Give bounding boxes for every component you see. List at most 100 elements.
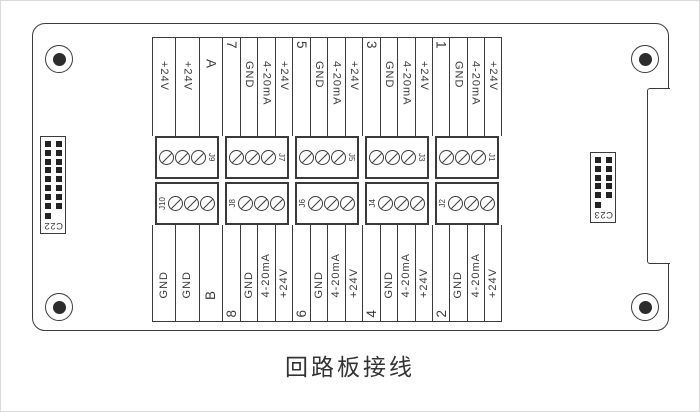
connector-designator: J2 <box>438 199 447 208</box>
label-cell: GND <box>449 225 466 321</box>
group-7-top: 7 GND 4-20mA +24V <box>222 38 292 136</box>
bottom-label-zone: GND GND B 8 GND 4-20mA +24V 6 GND 4-20mA… <box>152 225 502 322</box>
connector-designator: J1 <box>487 153 496 162</box>
label-cell: GND <box>309 38 328 136</box>
pin-pad <box>605 192 612 199</box>
pin-one-marker <box>595 202 601 209</box>
block-slot: J5 <box>292 136 362 179</box>
pin-pad <box>44 193 51 200</box>
group-6-bottom: 6 GND 4-20mA +24V <box>292 225 362 321</box>
screw-terminal-icon <box>191 150 206 165</box>
screw-terminal-icon <box>261 150 276 165</box>
signal-label: GND <box>158 270 171 298</box>
signal-label: 4-20mA <box>330 61 343 106</box>
signal-label: +24V <box>417 61 430 91</box>
connector-designator: J5 <box>347 153 356 162</box>
group-ab-bottom: GND GND B <box>152 225 222 321</box>
channel-cell: 5 <box>292 38 310 136</box>
label-cell: +24V <box>175 38 198 136</box>
pin-header-c22: C22 <box>40 136 66 234</box>
terminal-block-j9: J9 <box>155 136 219 179</box>
pin-pad <box>605 157 612 163</box>
screw-terminal-icon <box>331 150 346 165</box>
pin-pad <box>55 167 62 174</box>
pin-pad <box>44 141 51 147</box>
screw-terminal-icon <box>200 196 215 211</box>
screw-terminal-icon <box>340 196 355 211</box>
channel-cell: 3 <box>362 38 380 136</box>
signal-label: GND <box>312 270 325 298</box>
connector-designator: J8 <box>228 199 237 208</box>
signal-label: +24V <box>347 268 360 298</box>
screw-terminal-icon <box>229 150 244 165</box>
signal-label: GND <box>452 61 465 89</box>
channel-id: 2 <box>433 309 449 318</box>
terminal-block-j10: J10 <box>155 182 219 225</box>
block-slot: J1 <box>432 136 502 179</box>
signal-label: GND <box>242 61 255 89</box>
pin-pad <box>44 158 51 165</box>
pin-pad <box>44 149 51 156</box>
group-4-bottom: 4 GND 4-20mA +24V <box>362 225 432 321</box>
screw-terminal-icon <box>324 196 339 211</box>
connector-designator: J6 <box>298 199 307 208</box>
screw-terminal-icon <box>410 196 425 211</box>
group-1-top: 1 GND 4-20mA +24V <box>432 38 502 136</box>
screw-terminal-icon <box>159 150 174 165</box>
label-cell: GND <box>239 38 258 136</box>
screw-terminal-icon <box>369 150 384 165</box>
connector-designator: J3 <box>417 153 426 162</box>
label-cell: 4-20mA <box>327 38 345 136</box>
label-cell: GND <box>379 225 398 321</box>
screw-terminal-icon <box>308 196 323 211</box>
label-cell: GND <box>239 225 258 321</box>
screw-terminal-icon <box>270 196 285 211</box>
screw-terminal-icon <box>245 150 260 165</box>
terminal-block-j7: J7 <box>225 136 289 179</box>
label-cell: +24V <box>274 38 293 136</box>
signal-label: 4-20mA <box>330 253 343 298</box>
channel-cell: A <box>198 38 222 136</box>
channel-id: A <box>203 59 219 70</box>
channel-id: B <box>203 289 219 300</box>
pin-pad <box>44 184 51 191</box>
label-cell: 4-20mA <box>466 225 484 321</box>
channel-id: 1 <box>433 41 449 50</box>
pin-one-marker <box>45 212 51 219</box>
label-cell: GND <box>152 225 175 321</box>
terminal-block-j3: J3 <box>365 136 429 179</box>
pin-pad <box>44 202 51 209</box>
pin-pad <box>594 192 601 199</box>
label-cell: 4-20mA <box>466 38 484 136</box>
group-2-bottom: 2 GND 4-20mA +24V <box>432 225 502 321</box>
signal-label: +24V <box>181 61 194 91</box>
channel-cell: 4 <box>362 225 380 321</box>
screw-terminal-icon <box>401 150 416 165</box>
label-cell: GND <box>175 225 198 321</box>
pin-pad <box>55 141 62 147</box>
signal-label: +24V <box>486 268 499 298</box>
signal-label: GND <box>312 61 325 89</box>
pin-pad <box>44 176 51 183</box>
group-5-top: 5 GND 4-20mA +24V <box>292 38 362 136</box>
screw-terminal-icon <box>455 150 470 165</box>
connector-designator: J7 <box>277 153 286 162</box>
label-cell: +24V <box>483 38 502 136</box>
signal-label: +24V <box>486 61 499 91</box>
signal-label: 4-20mA <box>260 253 273 298</box>
top-label-zone: +24V +24V A 7 GND 4-20mA +24V 5 GND 4-20… <box>152 37 502 136</box>
label-cell: GND <box>309 225 328 321</box>
pin-pad <box>55 184 62 191</box>
terminal-block-j4: J4 <box>365 182 429 225</box>
label-cell: 4-20mA <box>257 225 275 321</box>
board-edge-notch <box>647 88 670 264</box>
channel-cell: 7 <box>222 38 240 136</box>
mounting-hole-bottom-left <box>45 293 73 321</box>
terminal-row-bottom: J10 J8 J6 J4 <box>152 182 502 225</box>
signal-label: GND <box>181 270 194 298</box>
pin-pad <box>594 165 601 172</box>
group-8-bottom: 8 GND 4-20mA +24V <box>222 225 292 321</box>
block-slot: J6 <box>292 182 362 225</box>
pin-pad <box>55 202 62 209</box>
label-cell: +24V <box>344 38 363 136</box>
